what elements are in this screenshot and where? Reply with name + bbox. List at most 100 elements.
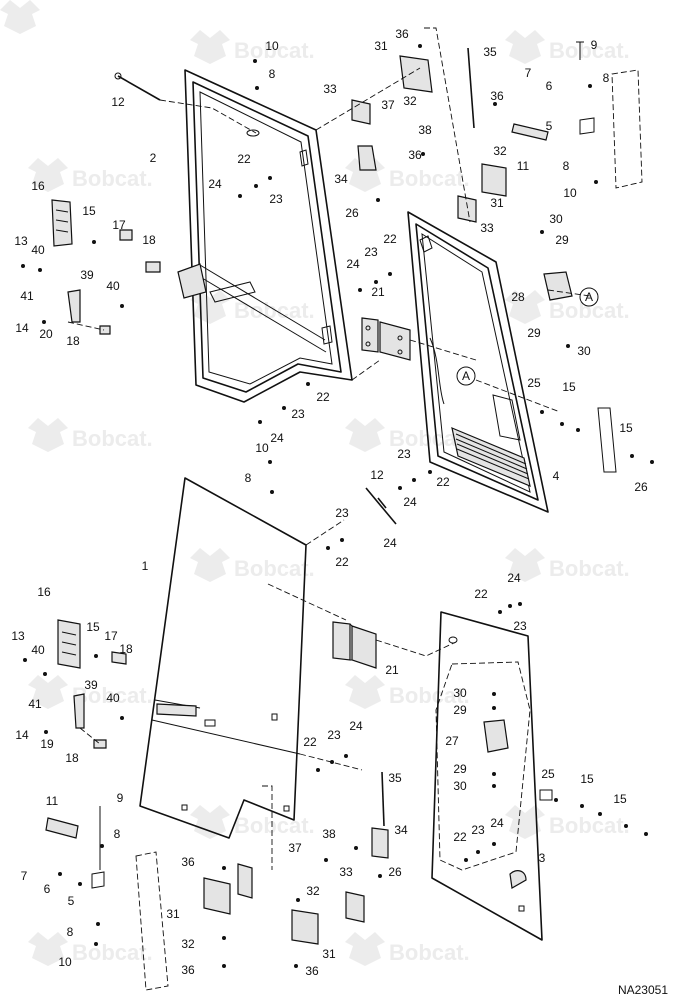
part-label-38: 38 bbox=[322, 827, 336, 841]
part-label-32: 32 bbox=[181, 937, 195, 951]
part-label-14: 14 bbox=[15, 321, 29, 335]
part-label-10: 10 bbox=[255, 441, 269, 455]
part-label-12: 12 bbox=[111, 95, 125, 109]
part-label-23: 23 bbox=[335, 506, 349, 520]
part-label-18: 18 bbox=[65, 751, 79, 765]
part-label-40: 40 bbox=[106, 691, 120, 705]
part-label-36: 36 bbox=[490, 89, 504, 103]
watermark-layer: Bobcat. Bobcat. Bobcat. Bobcat. Bobcat. … bbox=[0, 0, 630, 966]
part-label-31: 31 bbox=[166, 907, 180, 921]
part-label-26: 26 bbox=[634, 480, 648, 494]
part-label-21: 21 bbox=[385, 663, 399, 677]
watermark-text: Bobcat. bbox=[234, 556, 315, 581]
part-label-26: 26 bbox=[345, 206, 359, 220]
part-label-33: 33 bbox=[323, 82, 337, 96]
part-label-19: 19 bbox=[40, 737, 54, 751]
latch-upper bbox=[51, 199, 161, 335]
part-label-29: 29 bbox=[527, 326, 541, 340]
part-label-29: 29 bbox=[555, 233, 569, 247]
part-label-17: 17 bbox=[104, 629, 118, 643]
part-label-22: 22 bbox=[335, 555, 349, 569]
gas-strut-lower bbox=[365, 487, 397, 525]
part-label-13: 13 bbox=[14, 234, 28, 248]
part-label-12: 12 bbox=[370, 468, 384, 482]
part-label-22: 22 bbox=[303, 735, 317, 749]
fastener-dots bbox=[21, 44, 654, 968]
part-label-15: 15 bbox=[86, 620, 100, 634]
part-label-41: 41 bbox=[20, 289, 34, 303]
part-label-31: 31 bbox=[374, 39, 388, 53]
part-label-3: 3 bbox=[539, 851, 546, 865]
part-label-18: 18 bbox=[119, 642, 133, 656]
part-label-11: 11 bbox=[46, 794, 59, 808]
detail-callout-a: A A bbox=[456, 287, 599, 386]
part-label-20: 20 bbox=[39, 327, 53, 341]
watermark-text: Bobcat. bbox=[72, 426, 153, 451]
part-label-41: 41 bbox=[28, 697, 42, 711]
mount-bracket-lower-right bbox=[539, 789, 553, 801]
part-label-33: 33 bbox=[480, 221, 494, 235]
part-label-26: 26 bbox=[388, 865, 402, 879]
part-label-23: 23 bbox=[291, 407, 305, 421]
part-label-24: 24 bbox=[507, 571, 521, 585]
drawing-number: NA23051 bbox=[618, 983, 668, 997]
part-label-29: 29 bbox=[453, 762, 467, 776]
part-label-24: 24 bbox=[403, 495, 417, 509]
part-label-9: 9 bbox=[591, 38, 598, 52]
part-label-36: 36 bbox=[408, 148, 422, 162]
part-label-40: 40 bbox=[31, 643, 45, 657]
watermark-text: Bobcat. bbox=[72, 166, 153, 191]
part-label-4: 4 bbox=[553, 469, 560, 483]
callout-letter: A bbox=[585, 290, 593, 304]
part-label-16: 16 bbox=[31, 179, 45, 193]
watermark-text: Bobcat. bbox=[234, 813, 315, 838]
mount-bracket-upper-right bbox=[597, 407, 617, 473]
part-label-11: 11 bbox=[517, 159, 530, 173]
part-label-8: 8 bbox=[269, 67, 276, 81]
lower-right-glass-door bbox=[431, 611, 543, 941]
watermark-text: Bobcat. bbox=[389, 940, 470, 965]
part-label-7: 7 bbox=[21, 869, 28, 883]
watermark-text: Bobcat. bbox=[549, 298, 630, 323]
part-label-36: 36 bbox=[395, 27, 409, 41]
part-label-14: 14 bbox=[15, 728, 29, 742]
part-label-1: 1 bbox=[142, 559, 149, 573]
part-label-25: 25 bbox=[527, 376, 541, 390]
part-label-29: 29 bbox=[453, 703, 467, 717]
part-label-39: 39 bbox=[80, 268, 94, 282]
part-label-22: 22 bbox=[453, 830, 467, 844]
callout-letter: A bbox=[462, 369, 470, 383]
part-label-22: 22 bbox=[474, 587, 488, 601]
part-label-8: 8 bbox=[67, 925, 74, 939]
part-label-22: 22 bbox=[316, 390, 330, 404]
part-label-13: 13 bbox=[11, 629, 25, 643]
part-label-8: 8 bbox=[245, 471, 252, 485]
part-label-31: 31 bbox=[490, 196, 504, 210]
part-label-8: 8 bbox=[563, 159, 570, 173]
part-label-38: 38 bbox=[418, 123, 432, 137]
plates-lower bbox=[203, 785, 389, 945]
part-label-34: 34 bbox=[394, 823, 408, 837]
part-label-39: 39 bbox=[84, 678, 98, 692]
part-label-22: 22 bbox=[237, 152, 251, 166]
part-label-5: 5 bbox=[546, 119, 553, 133]
part-label-32: 32 bbox=[306, 884, 320, 898]
part-label-34: 34 bbox=[334, 172, 348, 186]
assembly-lines bbox=[67, 67, 591, 771]
part-label-22: 22 bbox=[383, 232, 397, 246]
part-label-2: 2 bbox=[150, 151, 157, 165]
lower-glass-door bbox=[139, 477, 307, 839]
part-label-8: 8 bbox=[114, 827, 121, 841]
part-label-22: 22 bbox=[436, 475, 450, 489]
latch-27 bbox=[483, 719, 509, 753]
part-label-31: 31 bbox=[322, 947, 336, 961]
part-label-28: 28 bbox=[511, 290, 525, 304]
part-label-15: 15 bbox=[82, 204, 96, 218]
watermark-text: Bobcat. bbox=[72, 683, 153, 708]
part-label-23: 23 bbox=[513, 619, 527, 633]
latch-bracket-upper-right bbox=[511, 41, 643, 189]
part-label-16: 16 bbox=[37, 585, 51, 599]
upper-door-frame bbox=[177, 69, 353, 403]
